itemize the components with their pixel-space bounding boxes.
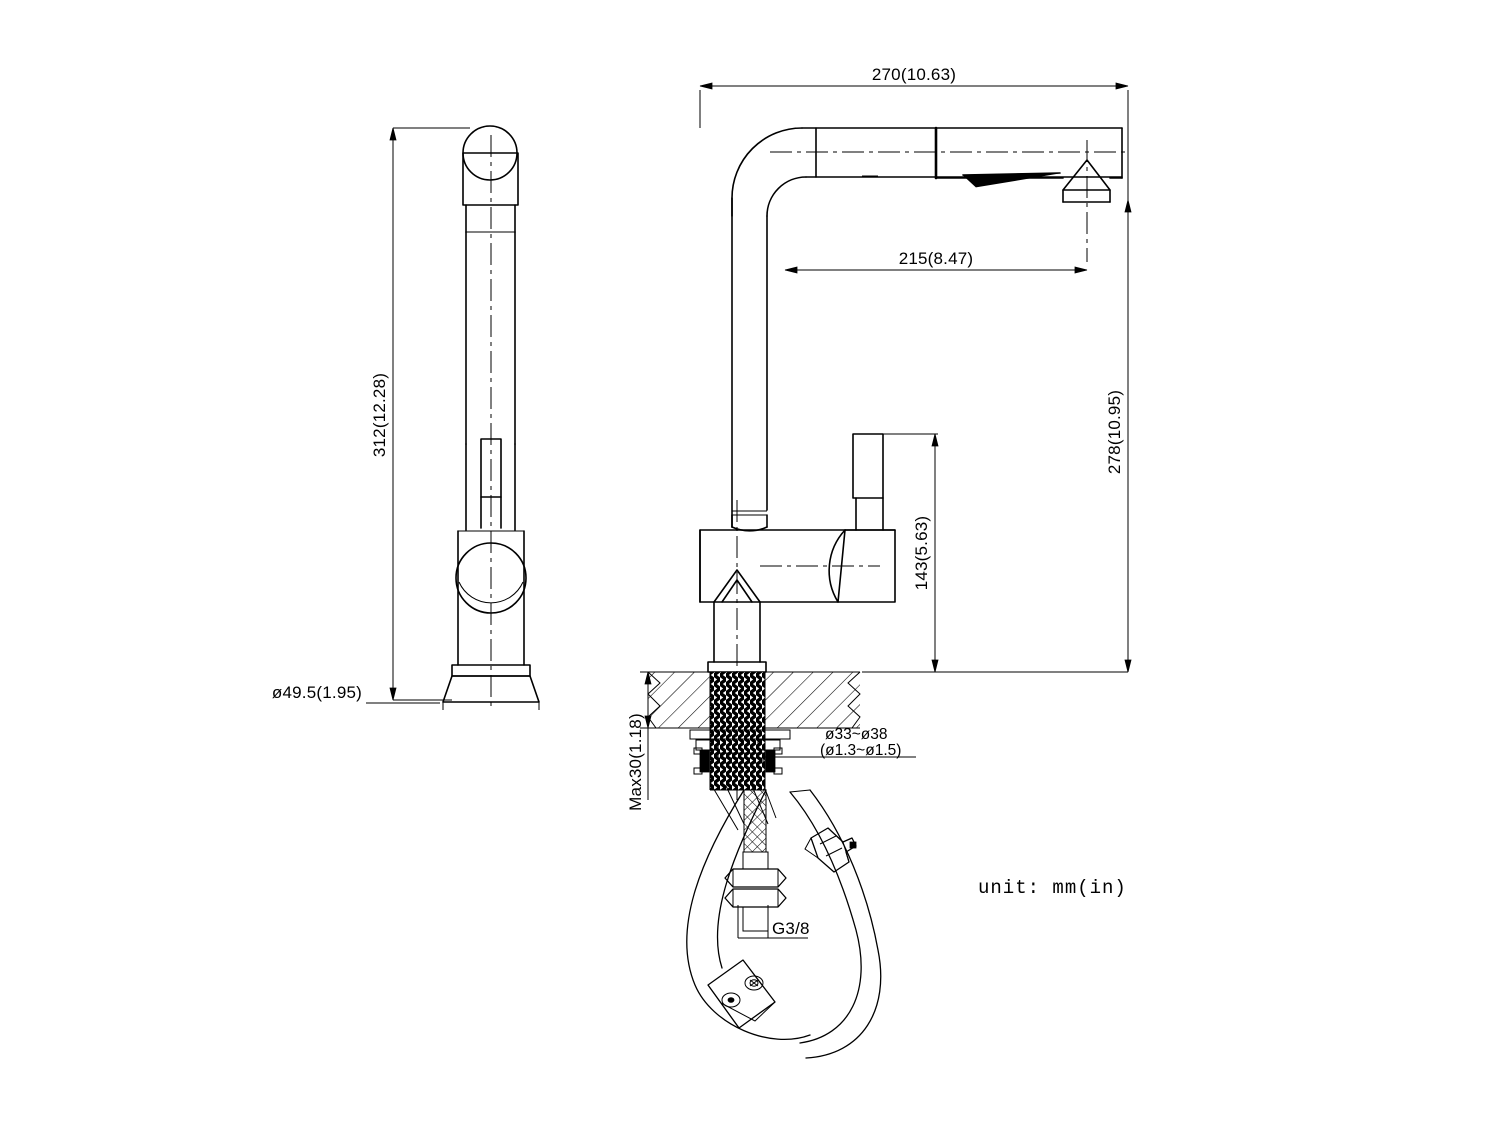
riser-column — [731, 197, 768, 532]
quick-connect-coupling — [804, 827, 857, 873]
dim-handle-height: 143(5.63) — [853, 433, 939, 673]
side-riser — [465, 231, 516, 445]
dim-label-hole-diameter-in: (ø1.3~ø1.5) — [820, 742, 901, 759]
dim-deck-thickness: Max30(1.18) — [626, 671, 700, 811]
dim-label-spout-height-value: 278(10.95) — [1105, 390, 1124, 474]
dim-spout-height: 278(10.95) — [862, 190, 1132, 673]
dim-label-overall-height: 312(12.28) — [370, 373, 389, 457]
side-elevation-view: 312(12.28) ø49.5(1.95) — [272, 125, 540, 710]
mounting-nut — [689, 728, 791, 791]
counterweight-block — [707, 959, 776, 1029]
valve-body — [699, 529, 896, 603]
dim-label-hole-diameter: ø33~ø38 — [825, 726, 887, 743]
dim-label-overall-width: 270(10.63) — [872, 65, 956, 84]
dim-overall-height: 312(12.28) — [370, 127, 470, 701]
unit-note: unit: mm(in) — [978, 877, 1127, 899]
spray-head — [935, 127, 1123, 203]
dim-base-diameter: ø49.5(1.95) — [272, 683, 540, 710]
arm-joint-lines — [815, 126, 938, 180]
dim-label-base-diameter: ø49.5(1.95) — [272, 683, 362, 702]
dim-thread-spec: G3/8 — [737, 905, 810, 939]
flexible-hose — [686, 785, 882, 1059]
dim-label-thread-spec: G3/8 — [772, 919, 810, 938]
dim-hole-diameter: ø33~ø38 (ø1.3~ø1.5) — [765, 726, 916, 759]
side-neck — [465, 204, 516, 233]
gooseneck-elbow — [731, 127, 1123, 222]
dim-label-spout-reach: 215(8.47) — [899, 249, 974, 268]
dim-label-handle-height: 143(5.63) — [912, 516, 931, 591]
dim-label-deck-thickness: Max30(1.18) — [626, 713, 645, 811]
front-elevation-view: 270(10.63) 215(8.47) 278(10.95) 143(5.63… — [626, 65, 1132, 1059]
dim-spout-reach: 215(8.47) — [784, 249, 1088, 274]
lever-handle — [844, 433, 896, 531]
countertop-section — [640, 671, 861, 729]
dim-overall-width: 270(10.63) — [699, 65, 1129, 190]
